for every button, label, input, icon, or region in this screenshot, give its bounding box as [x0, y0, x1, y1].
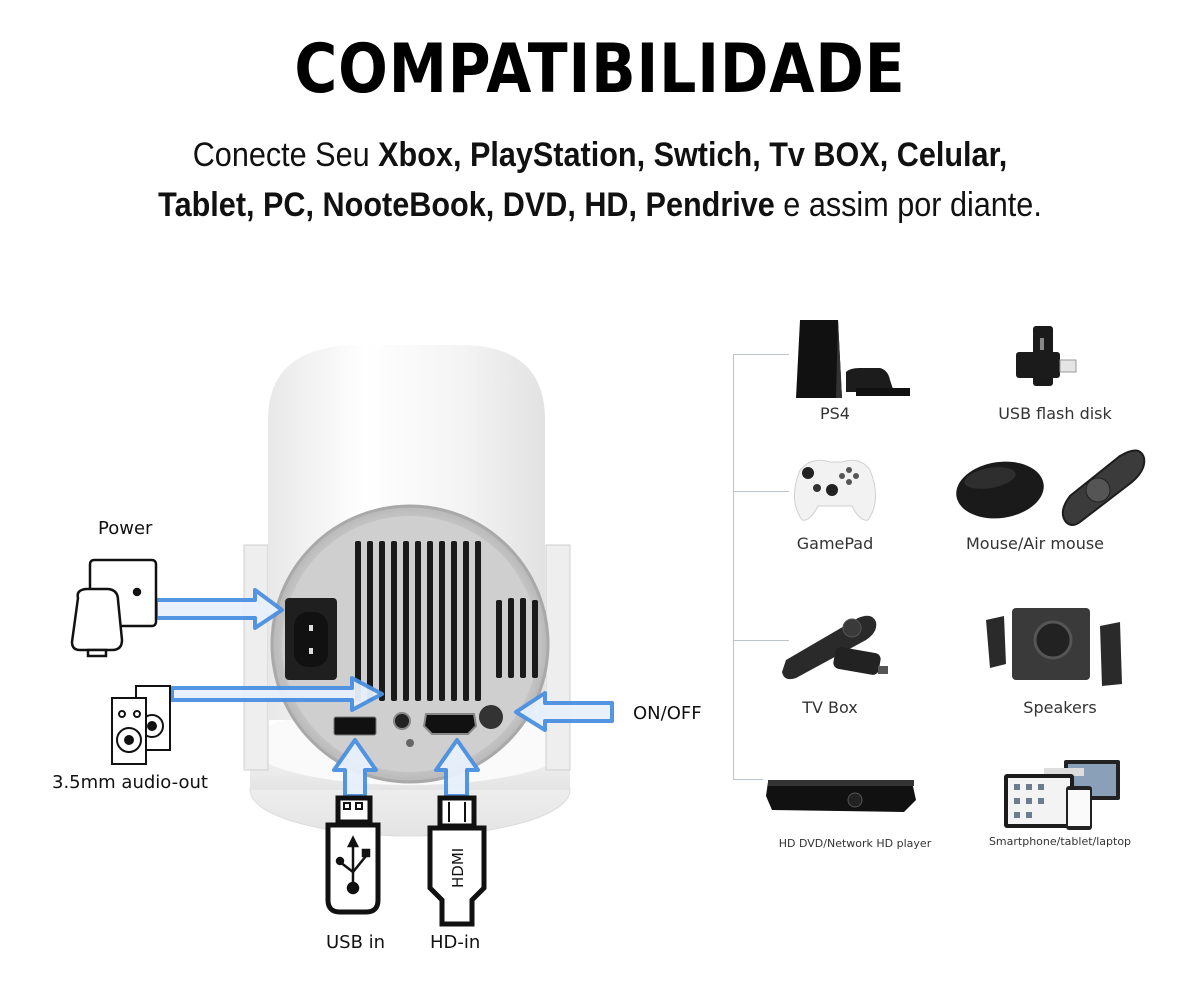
- air-mouse-icon: [1061, 449, 1146, 526]
- on-off-label: ON/OFF: [633, 703, 702, 724]
- power-plug-icon: [70, 558, 158, 658]
- dvd-player-icon: [766, 780, 916, 812]
- subtitle-devices-2: Tablet, PC, NooteBook, DVD, HD, Pendrive: [158, 186, 775, 224]
- subtitle-line-2: Tablet, PC, NooteBook, DVD, HD, Pendrive…: [60, 186, 1140, 225]
- on-off-arrow: [514, 691, 614, 732]
- page-title: COMPATIBILIDADE: [294, 30, 906, 109]
- devices-illustrations: [766, 320, 1146, 830]
- projector-illustration: HDMI: [70, 345, 614, 927]
- audio-arrow: [170, 676, 384, 712]
- smartphone-tablet-laptop-icon: [1004, 760, 1120, 830]
- bracket-tick: [733, 640, 789, 641]
- rear-panel: [270, 504, 550, 784]
- hdmi-plug-label: HDMI: [449, 848, 467, 888]
- device-label-gamepad: GamePad: [796, 534, 874, 553]
- hdmi-port: [422, 713, 478, 735]
- power-arrow: [154, 588, 284, 630]
- bracket-tick: [733, 491, 789, 492]
- usb-plug-icon: [325, 795, 381, 915]
- speaker-icon: [111, 685, 171, 765]
- device-label-usb-flash-disk: USB flash disk: [998, 404, 1112, 423]
- subtitle-suffix: e assim por diante.: [774, 186, 1042, 224]
- speakers-icon: [986, 608, 1122, 686]
- audio-out-label: 3.5mm audio-out: [52, 772, 208, 793]
- power-label: Power: [98, 518, 153, 539]
- hd-in-label: HD-in: [430, 932, 481, 953]
- device-label-dvd-player: HD DVD/Network HD player: [778, 837, 932, 850]
- device-label-mouse: Mouse/Air mouse: [965, 534, 1105, 553]
- device-label-speakers: Speakers: [1023, 698, 1097, 717]
- bracket-line: [733, 354, 734, 780]
- bracket-tick: [733, 779, 763, 780]
- bracket-tick: [733, 354, 789, 355]
- mouse-icon: [956, 461, 1044, 519]
- usb-in-label: USB in: [326, 932, 386, 953]
- subtitle-line-1: Conecte Seu Xbox, PlayStation, Swtich, T…: [60, 136, 1140, 175]
- device-label-ps4: PS4: [820, 404, 850, 423]
- ps4-console-icon: [796, 320, 910, 398]
- power-socket: [285, 598, 337, 680]
- tv-box-icon: [782, 615, 888, 680]
- hdmi-arrow: [434, 738, 480, 798]
- audio-jack: [393, 712, 411, 730]
- device-label-smartphone-tablet-laptop: Smartphone/tablet/laptop: [988, 835, 1132, 848]
- usb-port: [333, 716, 377, 736]
- hdmi-plug-icon: [427, 795, 487, 927]
- gamepad-icon: [794, 459, 876, 521]
- usb-arrow: [332, 738, 378, 798]
- subtitle-devices-1: Xbox, PlayStation, Swtich, Tv BOX, Celul…: [378, 136, 1008, 174]
- usb-flash-disk-icon: [1016, 326, 1077, 386]
- subtitle-prefix: Conecte Seu: [192, 136, 379, 174]
- device-label-tv-box: TV Box: [802, 698, 858, 717]
- power-button: [479, 705, 503, 729]
